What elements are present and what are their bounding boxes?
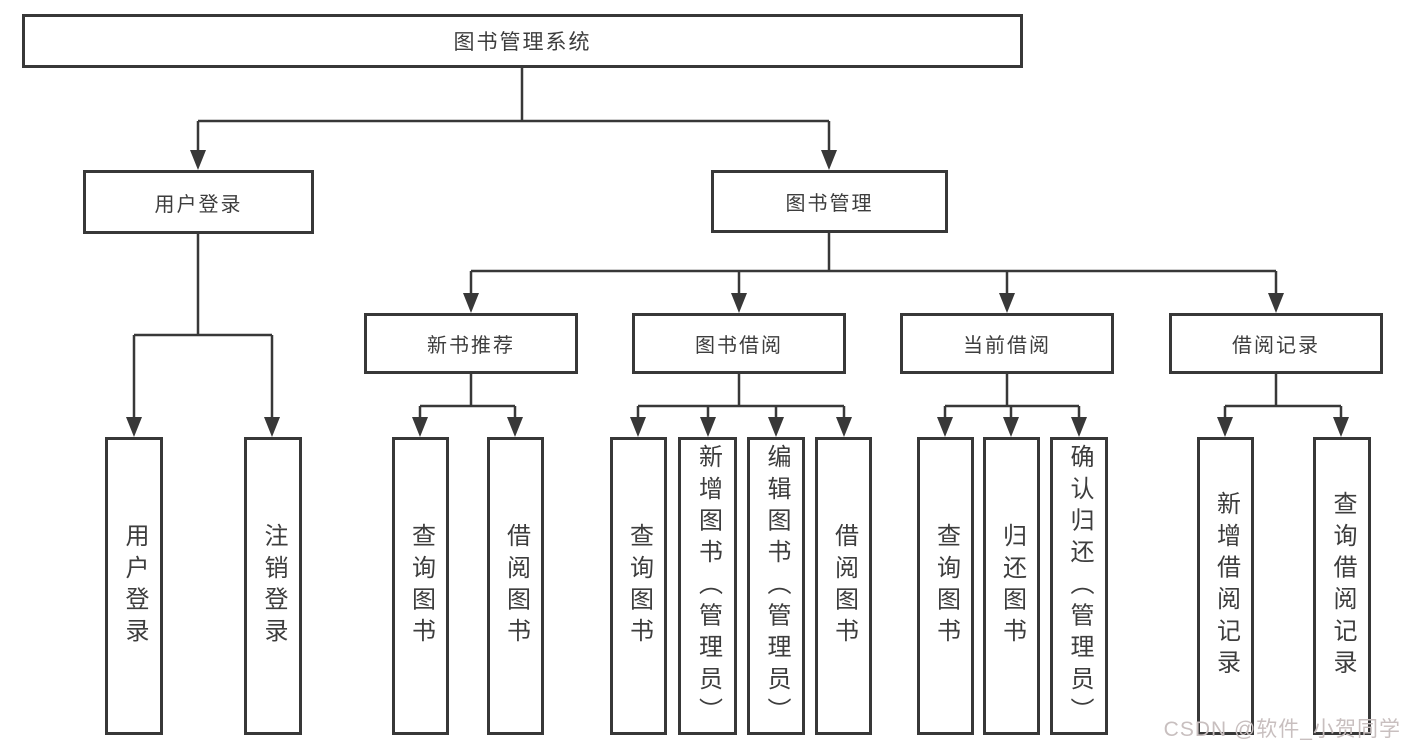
leaf-label: 借阅图书	[502, 522, 530, 650]
node-book-management-branch: 图书管理	[711, 170, 948, 233]
node-new-book-recommend: 新书推荐	[364, 313, 578, 374]
leaf-borrow-query-book: 查询图书	[610, 437, 667, 735]
csdn-watermark: CSDN @软件_小贺同学	[1163, 718, 1401, 741]
node-borrow-record: 借阅记录	[1169, 313, 1383, 374]
leaf-borrow-add-book-admin: 新增图书（管理员）	[678, 437, 737, 735]
leaf-record-add-record: 新增借阅记录	[1197, 437, 1254, 735]
leaf-logout: 注销登录	[244, 437, 302, 735]
leaf-label: 归还图书	[998, 522, 1026, 650]
leaf-label: 注销登录	[260, 522, 287, 650]
leaf-label: 新增图书（管理员）	[694, 444, 722, 730]
leaf-record-query-record: 查询借阅记录	[1313, 437, 1371, 735]
leaf-label: 用户登录	[121, 522, 148, 650]
leaf-label: 查询借阅记录	[1329, 490, 1356, 682]
leaf-label: 编辑图书（管理员）	[763, 444, 790, 730]
node-root: 图书管理系统	[22, 14, 1023, 68]
leaf-user-login: 用户登录	[105, 437, 163, 735]
leaf-label: 新增借阅记录	[1212, 490, 1240, 682]
node-user-login-branch: 用户登录	[83, 170, 314, 234]
leaf-borrow-borrow-book: 借阅图书	[815, 437, 872, 735]
leaf-current-return-book: 归还图书	[983, 437, 1040, 735]
node-current-borrow: 当前借阅	[900, 313, 1114, 374]
node-book-borrow: 图书借阅	[632, 313, 846, 374]
leaf-label: 查询图书	[407, 522, 435, 650]
leaf-borrow-edit-book-admin: 编辑图书（管理员）	[747, 437, 805, 735]
leaf-newrec-query-book: 查询图书	[392, 437, 449, 735]
leaf-label: 借阅图书	[830, 522, 858, 650]
arrowheads	[126, 150, 1349, 437]
leaf-current-confirm-return-admin: 确认归还（管理员）	[1050, 437, 1108, 735]
leaf-current-query-book: 查询图书	[917, 437, 974, 735]
leaf-label: 确认归还（管理员）	[1066, 444, 1093, 730]
leaf-label: 查询图书	[932, 522, 960, 650]
leaf-label: 查询图书	[625, 522, 653, 650]
leaf-newrec-borrow-book: 借阅图书	[487, 437, 544, 735]
